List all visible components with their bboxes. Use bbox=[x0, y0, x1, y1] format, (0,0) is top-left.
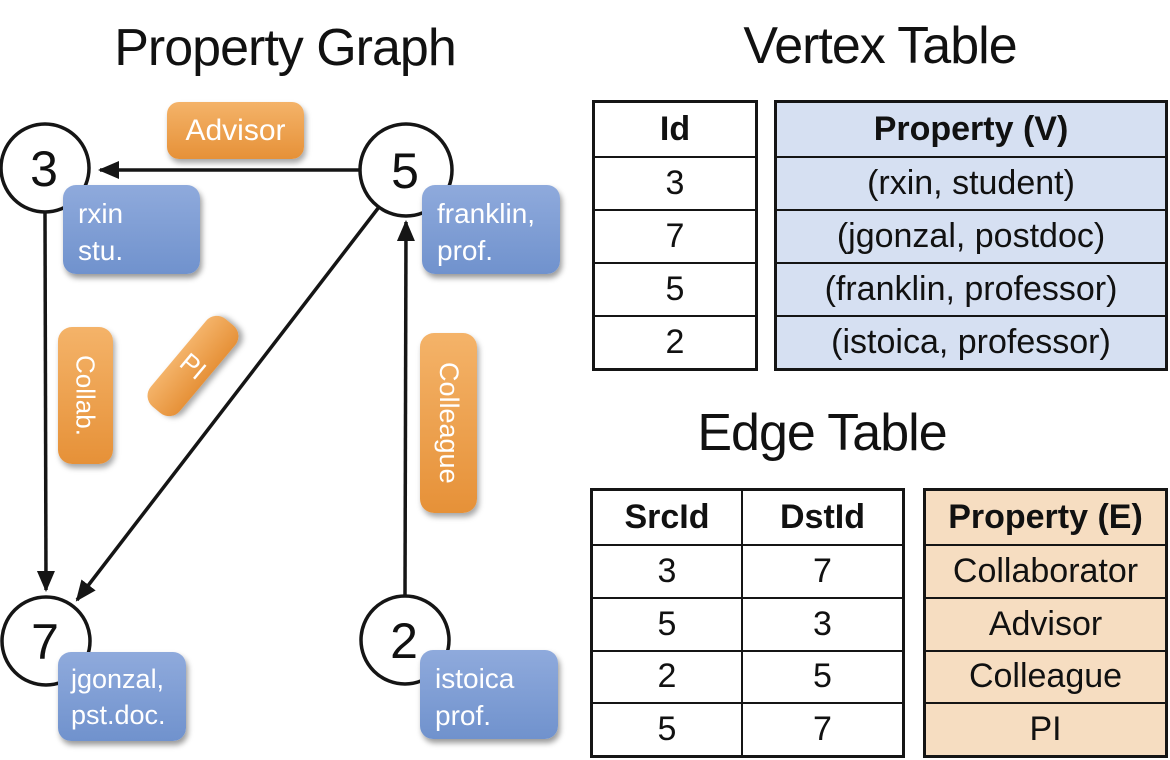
vertex-box-istoica-line2: prof. bbox=[435, 700, 492, 732]
table-cell: 7 bbox=[743, 702, 902, 755]
edge-label-colleague-text: Colleague bbox=[434, 362, 464, 484]
node-id-7: 7 bbox=[31, 614, 59, 670]
vertex-box-franklin: franklin, prof. bbox=[422, 185, 560, 274]
vertex-box-jgonzal-line1: jgonzal, bbox=[71, 664, 165, 694]
edge-collab-3-to-7 bbox=[36, 211, 55, 592]
vertex-box-rxin-line2: stu. bbox=[78, 235, 124, 267]
edge-label-colleague: Colleague bbox=[420, 333, 477, 513]
node-id-3: 3 bbox=[30, 141, 58, 197]
table-cell: 5 bbox=[743, 649, 902, 703]
table-cell: (jgonzal, postdoc) bbox=[777, 209, 1165, 262]
table-cell: 5 bbox=[595, 262, 755, 315]
edge-table-title: Edge Table bbox=[697, 404, 947, 462]
vertex-box-rxin-line1: rxin bbox=[78, 198, 124, 229]
table-cell: 7 bbox=[595, 209, 755, 262]
vertex-box-franklin-line1: franklin, bbox=[437, 198, 536, 229]
edge-label-pi-text: PI bbox=[173, 346, 213, 386]
edge-table-property-column: Property (E) Collaborator Advisor Collea… bbox=[923, 488, 1168, 758]
vertex-box-rxin: rxin stu. bbox=[63, 185, 200, 274]
edge-table-property-header: Property (E) bbox=[926, 491, 1165, 544]
edge-label-advisor-text: Advisor bbox=[185, 113, 286, 147]
vertex-table-property-column: Property (V) (rxin, student) (jgonzal, p… bbox=[774, 100, 1168, 371]
table-cell: 3 bbox=[593, 544, 743, 597]
node-id-2: 2 bbox=[390, 613, 418, 669]
edge-colleague-2-to-5 bbox=[396, 220, 415, 597]
vertex-box-jgonzal: jgonzal, pst.doc. bbox=[58, 652, 186, 741]
edge-table-src-dst-columns: SrcId DstId 3 7 5 3 2 5 5 7 bbox=[590, 488, 905, 758]
edge-label-collab: Collab. bbox=[58, 327, 113, 464]
table-cell: 7 bbox=[743, 544, 902, 597]
edge-pi-5-to-7 bbox=[75, 205, 381, 602]
table-cell: PI bbox=[926, 702, 1165, 755]
vertex-box-jgonzal-line2: pst.doc. bbox=[71, 699, 166, 730]
edge-label-advisor: Advisor bbox=[167, 102, 304, 159]
table-cell: Collaborator bbox=[926, 544, 1165, 597]
vertex-box-franklin-line2: prof. bbox=[437, 235, 494, 267]
vertex-table-property-header: Property (V) bbox=[777, 103, 1165, 156]
edge-table-dst-header: DstId bbox=[780, 498, 865, 536]
table-cell: 3 bbox=[595, 156, 755, 209]
edge-label-collab-text: Collab. bbox=[70, 355, 101, 436]
table-cell: Advisor bbox=[926, 596, 1165, 650]
table-cell: 5 bbox=[593, 702, 743, 755]
vertex-table-id-header: Id bbox=[659, 110, 691, 148]
table-cell: (rxin, student) bbox=[777, 156, 1165, 209]
table-cell: 2 bbox=[593, 649, 743, 703]
vertex-table-id-column: Id 3 7 5 2 bbox=[592, 100, 758, 371]
table-cell: 2 bbox=[595, 315, 755, 368]
edge-table-src-header: SrcId bbox=[593, 491, 743, 544]
vertex-box-istoica-line1: istoica bbox=[435, 663, 515, 694]
node-id-5: 5 bbox=[391, 143, 419, 199]
table-cell: 3 bbox=[743, 596, 902, 650]
table-cell: Colleague bbox=[926, 649, 1165, 703]
vertex-table-title: Vertex Table bbox=[743, 17, 1017, 75]
property-graph-title: Property Graph bbox=[114, 19, 457, 77]
vertex-box-istoica: istoica prof. bbox=[420, 650, 558, 739]
table-cell: (franklin, professor) bbox=[777, 262, 1165, 315]
table-cell: (istoica, professor) bbox=[777, 315, 1165, 368]
table-cell: 5 bbox=[593, 596, 743, 650]
